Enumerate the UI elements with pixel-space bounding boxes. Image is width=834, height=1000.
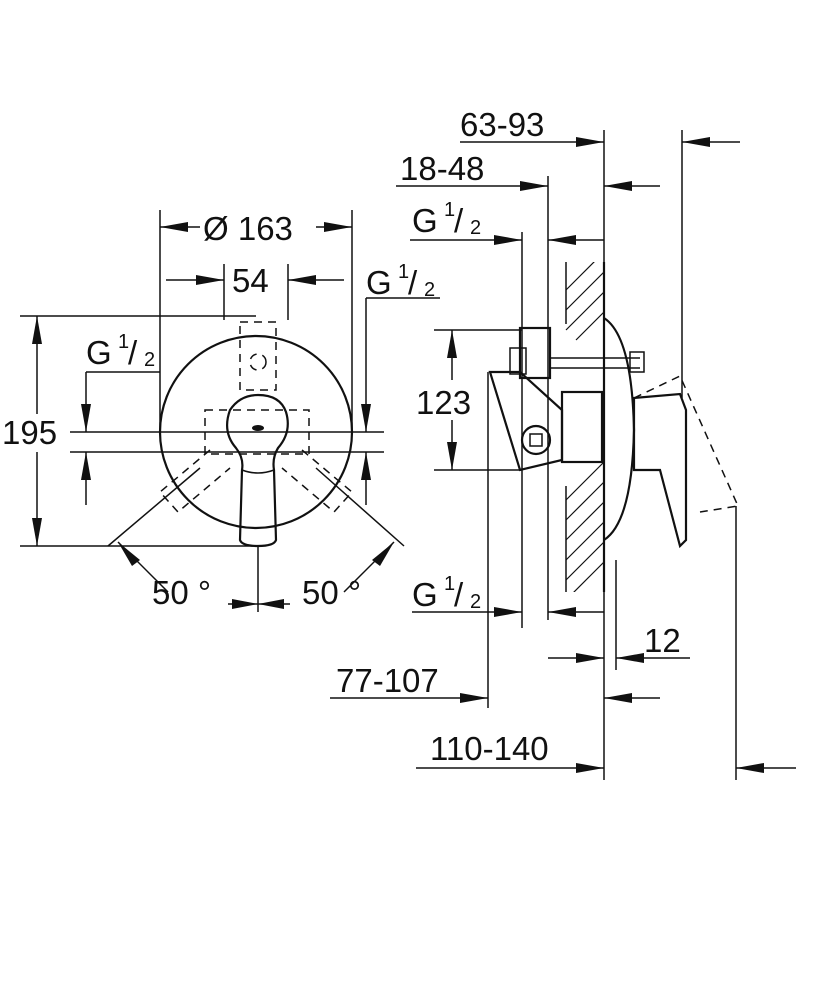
logo-mark — [252, 425, 264, 431]
svg-text:G: G — [366, 264, 392, 301]
svg-text:/: / — [128, 334, 138, 371]
front-view: Ø 163 54 195 — [2, 210, 440, 612]
dimension-g-half-side-top: G 1 / 2 — [410, 199, 604, 245]
svg-text:2: 2 — [470, 217, 481, 239]
lever-hidden — [633, 374, 740, 513]
svg-text:/: / — [454, 576, 464, 613]
valve-body — [488, 326, 645, 472]
dimension-angles: 50 ° 50 ° — [107, 467, 405, 612]
dimension-110-140: 110-140 — [416, 730, 796, 773]
label-12: 12 — [644, 622, 681, 659]
svg-text:2: 2 — [470, 591, 481, 613]
svg-text:G: G — [412, 202, 438, 239]
wall-section — [565, 262, 606, 592]
dimension-g-half-front-left: G 1 / 2 — [70, 331, 384, 505]
label-110-140: 110-140 — [430, 730, 549, 767]
label-63-93: 63-93 — [460, 106, 544, 143]
lever-side — [632, 392, 688, 549]
svg-text:/: / — [454, 202, 464, 239]
dimension-g-half-side-bottom: G 1 / 2 — [412, 573, 604, 617]
hidden-valve-body — [158, 321, 354, 514]
label-54: 54 — [232, 262, 269, 299]
svg-text:/: / — [408, 264, 418, 301]
lever-handle — [225, 393, 289, 548]
label-18-48: 18-48 — [400, 150, 484, 187]
svg-text:2: 2 — [144, 349, 155, 371]
dimension-12: 12 — [548, 560, 690, 670]
svg-text:1: 1 — [118, 331, 129, 353]
dimension-63-93: 63-93 — [460, 106, 740, 147]
dimension-123: 123 — [416, 329, 522, 471]
svg-text:1: 1 — [444, 199, 455, 221]
label-diameter: Ø 163 — [203, 210, 293, 247]
label-angle-right: 50 ° — [302, 574, 361, 611]
dimension-g-half-front-right: G 1 / 2 — [361, 261, 440, 505]
svg-text:G: G — [86, 334, 112, 371]
svg-text:G: G — [412, 576, 438, 613]
label-195: 195 — [2, 414, 57, 451]
label-77-107: 77-107 — [336, 662, 439, 699]
dimension-diameter: Ø 163 — [159, 210, 353, 432]
svg-text:1: 1 — [398, 261, 409, 283]
svg-text:2: 2 — [424, 279, 435, 301]
dimension-195: 195 — [2, 315, 256, 547]
label-123: 123 — [416, 384, 471, 421]
label-angle-left: 50 ° — [152, 574, 211, 611]
dimension-77-107: 77-107 — [330, 662, 660, 703]
dimension-54: 54 — [166, 262, 344, 320]
dimension-18-48: 18-48 — [396, 150, 660, 191]
side-view: 63-93 18-48 G 1 / 2 — [330, 106, 796, 780]
svg-text:1: 1 — [444, 573, 455, 595]
